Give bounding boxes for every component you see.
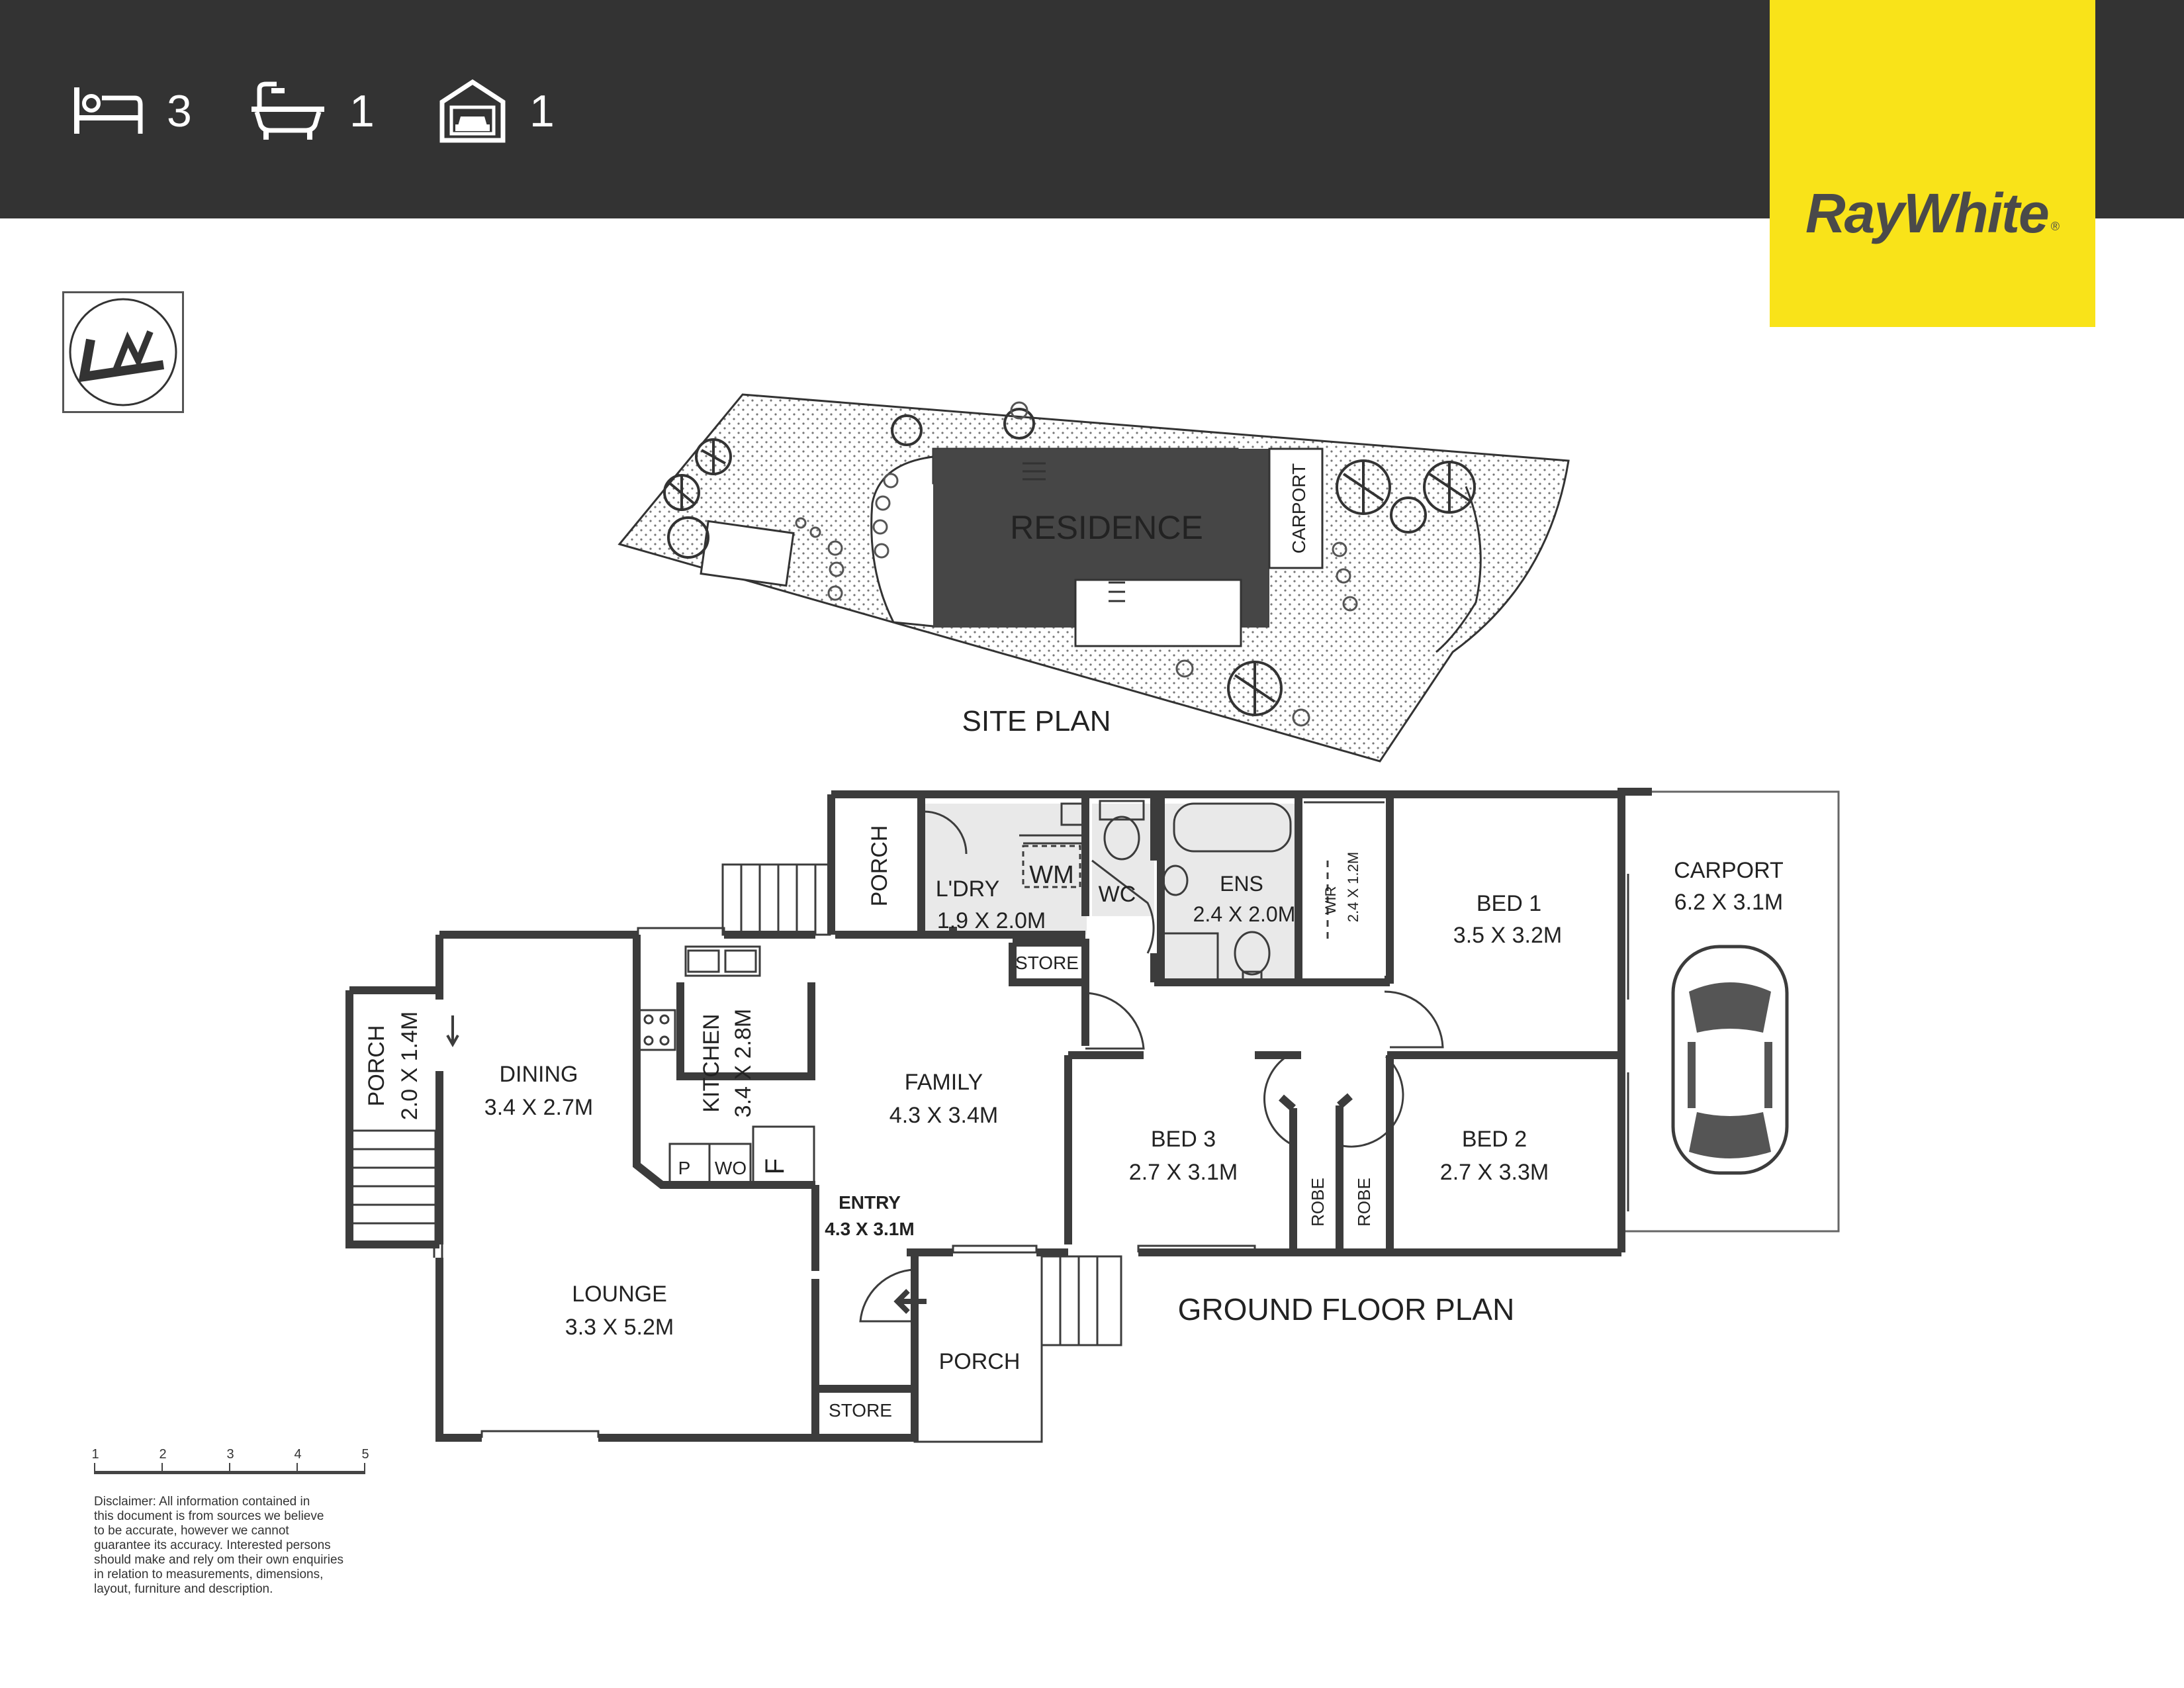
- site-carport: [1268, 447, 1324, 569]
- bedrooms-count: 3: [167, 86, 192, 136]
- room-kitchen-size: 3.4 X 2.8M: [731, 1009, 756, 1117]
- entry-arrow-icon: [893, 1289, 927, 1314]
- ground-floor-plan-title: GROUND FLOOR PLAN: [1178, 1292, 1515, 1327]
- disclaimer-line: should make and rely om their own enquir…: [94, 1553, 344, 1567]
- brand-registered-mark: ®: [2050, 219, 2060, 233]
- site-front-porch: [1074, 579, 1242, 647]
- site-plan: RESIDENCE CARPORT SITE PLAN: [617, 393, 1570, 763]
- room-bed1-name: BED 1: [1477, 891, 1541, 916]
- room-store-top-name: STORE: [1015, 953, 1079, 973]
- bathrooms-count: 1: [349, 86, 375, 136]
- site-trees: [663, 408, 1476, 716]
- room-lounge-size: 3.3 X 5.2M: [565, 1315, 674, 1340]
- room-bed3-size: 2.7 X 3.1M: [1129, 1160, 1238, 1185]
- room-dining-name: DINING: [500, 1062, 578, 1087]
- scale-tick-4: 4: [294, 1447, 302, 1462]
- scale-tick-5: 5: [361, 1447, 369, 1462]
- raywhite-logo-block[interactable]: RayWhite ®: [1770, 0, 2095, 327]
- bath-icon: [251, 81, 324, 140]
- stairs: [348, 863, 1122, 1346]
- scale-tick-1: 1: [91, 1447, 99, 1462]
- room-bed2-size: 2.7 X 3.3M: [1440, 1160, 1549, 1185]
- garages-stat: 1: [439, 78, 555, 144]
- room-robe-right-name: ROBE: [1354, 1178, 1374, 1227]
- room-bed3-name: BED 3: [1151, 1127, 1216, 1152]
- room-bed2-name: BED 2: [1462, 1127, 1527, 1152]
- room-family-size: 4.3 X 3.4M: [889, 1103, 998, 1128]
- site-residence-label: RESIDENCE: [1010, 509, 1203, 546]
- bed-icon: [74, 87, 143, 134]
- bedrooms-stat: 3: [71, 78, 192, 144]
- garages-count: 1: [529, 86, 555, 136]
- room-ens-name: ENS: [1220, 872, 1263, 896]
- site-plan-title: SITE PLAN: [962, 705, 1111, 737]
- brand-logo-text: RayWhite: [1805, 181, 2050, 244]
- north-arrow-icon: [69, 298, 177, 406]
- room-porch-side-size: 2.0 X 1.4M: [397, 1011, 422, 1120]
- disclaimer-line: Disclaimer: All information contained in: [94, 1495, 310, 1509]
- ground-floor-plan: PORCH L'DRY 1.9 X 2.0M WM WC ENS 2.4 X 2…: [345, 788, 1840, 1443]
- room-fridge-name: F: [760, 1158, 790, 1174]
- disclaimer: Disclaimer: All information contained in…: [94, 1495, 372, 1597]
- scale-bar-line: [94, 1471, 365, 1474]
- site-shrubs: [795, 401, 1358, 727]
- room-laundry-size: 1.9 X 2.0M: [937, 908, 1046, 933]
- disclaimer-line: to be accurate, however we cannot: [94, 1524, 289, 1538]
- room-kitchen-name: KITCHEN: [699, 1013, 724, 1112]
- disclaimer-line: in relation to measurements, dimensions,: [94, 1568, 324, 1581]
- side-door-arrow-icon: [446, 1015, 459, 1048]
- room-wir-size: 2.4 X 1.2M: [1345, 852, 1361, 922]
- room-wall-oven-name: WO: [715, 1158, 747, 1178]
- room-wm-name: WM: [1029, 861, 1074, 889]
- room-robe-left-name: ROBE: [1308, 1178, 1328, 1227]
- room-entry-size: 4.3 X 3.1M: [825, 1219, 914, 1239]
- doors: [635, 810, 1444, 1323]
- site-shed: [700, 520, 795, 587]
- bathrooms-stat: 1: [250, 78, 375, 144]
- room-pantry-name: P: [678, 1158, 691, 1178]
- car-icon: [1671, 945, 1789, 1175]
- disclaimer-line: layout, furniture and description.: [94, 1582, 273, 1596]
- scale-tick-2: 2: [159, 1447, 167, 1462]
- room-store-bottom-name: STORE: [829, 1400, 892, 1421]
- garage-icon: [439, 79, 506, 143]
- room-carport-size: 6.2 X 3.1M: [1674, 890, 1783, 915]
- room-entry-name: ENTRY: [839, 1192, 901, 1213]
- room-porch-back-name: PORCH: [867, 825, 892, 907]
- kitchen-fixtures: [637, 800, 1385, 1051]
- disclaimer-line: this document is from sources we believe: [94, 1509, 324, 1523]
- laundry-floor: [921, 804, 1087, 935]
- garden-path: [870, 455, 934, 628]
- room-wc-name: WC: [1099, 882, 1136, 907]
- north-arrow: [62, 291, 184, 413]
- room-laundry-name: L'DRY: [936, 876, 1000, 902]
- scale-tick-3: 3: [226, 1447, 234, 1462]
- thin-lines: [433, 834, 1629, 1443]
- room-porch-side-name: PORCH: [364, 1025, 389, 1107]
- disclaimer-line: guarantee its accuracy. Interested perso…: [94, 1538, 331, 1552]
- room-bed1-size: 3.5 X 3.2M: [1453, 923, 1562, 948]
- site-carport-label: CARPORT: [1289, 463, 1309, 553]
- room-dining-size: 3.4 X 2.7M: [484, 1095, 593, 1120]
- room-porch-front-name: PORCH: [939, 1349, 1021, 1374]
- driveway-curve: [1435, 486, 1482, 653]
- room-wir-name: WIR: [1322, 886, 1339, 915]
- scale-bar: 1 2 3 4 5: [87, 1447, 372, 1480]
- room-carport-name: CARPORT: [1674, 858, 1784, 883]
- room-lounge-name: LOUNGE: [572, 1282, 667, 1307]
- room-family-name: FAMILY: [905, 1070, 983, 1095]
- room-ens-size: 2.4 X 2.0M: [1193, 902, 1296, 926]
- room-labels: PORCH L'DRY 1.9 X 2.0M WM WC ENS 2.4 X 2…: [364, 825, 1784, 1421]
